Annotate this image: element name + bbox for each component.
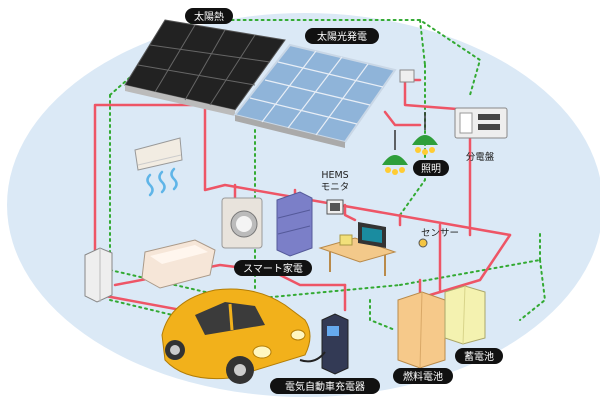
electric-car-icon bbox=[161, 288, 311, 384]
storage-battery-icon bbox=[444, 285, 486, 345]
label-pill-lighting bbox=[413, 160, 449, 176]
label-pill-solar-thermal bbox=[185, 8, 233, 24]
label-smart-appliances: スマート家電 bbox=[243, 262, 303, 275]
network-lines bbox=[109, 19, 547, 361]
label-pill-ev-charger bbox=[270, 378, 380, 394]
solar-thermal-panel-icon bbox=[124, 19, 286, 116]
water-heater-icon bbox=[84, 247, 113, 303]
sensor-icon bbox=[418, 238, 428, 248]
label-hems-line2: モニタ bbox=[321, 182, 350, 193]
label-ev-charger: 電気自動車充電器 bbox=[285, 380, 365, 393]
label-solar-thermal: 太陽熱 bbox=[194, 10, 224, 23]
label-pill-smart-appliances bbox=[234, 260, 312, 276]
ev-charger-icon bbox=[299, 313, 349, 375]
label-fuel-cell: 燃料電池 bbox=[403, 370, 443, 383]
label-lighting: 照明 bbox=[421, 163, 441, 175]
label-solar-power: 太陽光発電 bbox=[317, 30, 367, 43]
label-storage-battery: 蓄電池 bbox=[464, 350, 494, 363]
television-icon bbox=[318, 222, 397, 276]
hems-monitor-icon bbox=[326, 199, 344, 215]
power-lines bbox=[93, 78, 512, 322]
washing-machine-icon bbox=[221, 197, 263, 249]
air-conditioner-icon bbox=[134, 137, 183, 197]
label-sensor: センサー bbox=[421, 228, 459, 239]
refrigerator-icon bbox=[276, 191, 313, 257]
label-pill-solar-power bbox=[305, 28, 379, 44]
label-distribution-board: 分電盤 bbox=[466, 151, 495, 163]
ceiling-lamp-icon bbox=[382, 112, 438, 175]
fuel-cell-unit-icon bbox=[397, 291, 446, 369]
bathtub-icon bbox=[141, 239, 216, 289]
label-hems-line1: HEMS bbox=[321, 170, 348, 181]
label-pill-storage-battery bbox=[455, 348, 503, 364]
distribution-board-icon bbox=[399, 69, 508, 139]
label-pill-fuel-cell bbox=[393, 368, 453, 384]
solar-power-panel-icon bbox=[233, 43, 397, 148]
